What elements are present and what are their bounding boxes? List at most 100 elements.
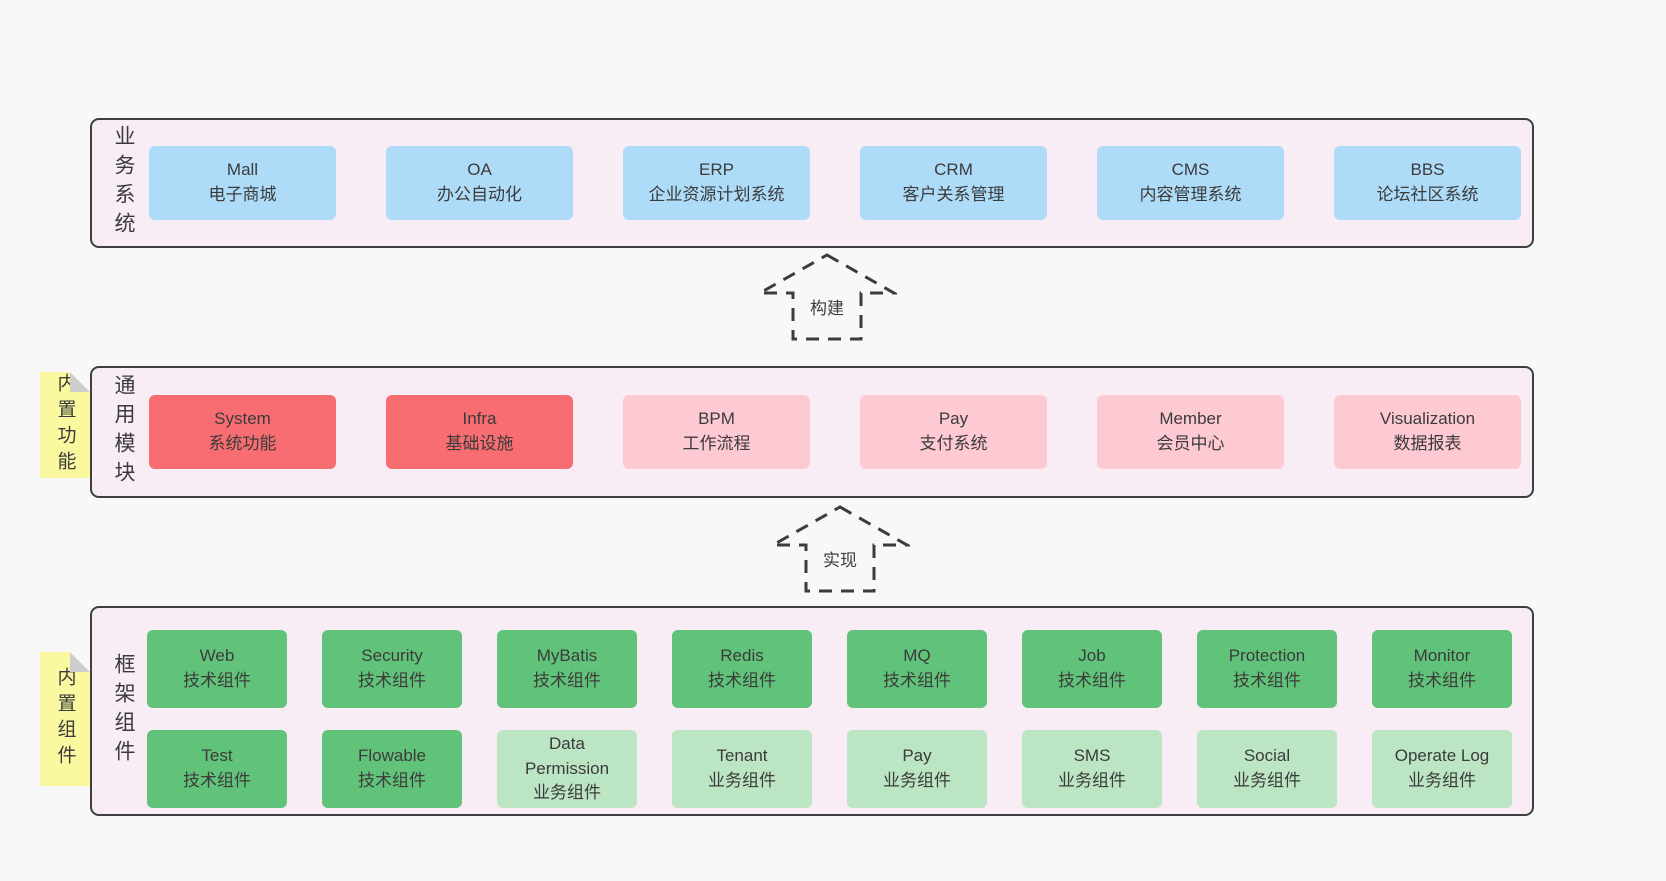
box-title: Social <box>1243 746 1291 766</box>
box-member: Member 会员中心 <box>1097 395 1284 469</box>
box-tenant: Tenant 业务组件 <box>672 730 812 808</box>
box-subtitle: 技术组件 <box>883 671 951 690</box>
sticky-note-text: 内置组件 <box>54 667 76 771</box>
box-subtitle: 电子商城 <box>208 185 277 204</box>
box-monitor: Monitor 技术组件 <box>1372 630 1512 708</box>
box-title: Flowable <box>357 746 427 766</box>
implement-arrow-label: 实现 <box>818 544 862 573</box>
box-subtitle: 技术组件 <box>533 671 601 690</box>
box-subtitle: 技术组件 <box>708 671 776 690</box>
box-subtitle: 技术组件 <box>1408 671 1476 690</box>
box-title: Data Permission <box>524 734 610 778</box>
box-sms: SMS 业务组件 <box>1022 730 1162 808</box>
box-security: Security 技术组件 <box>322 630 462 708</box>
framework-components-row-2: Test 技术组件 Flowable 技术组件 Data Permission … <box>147 730 1512 808</box>
box-title: OA <box>467 160 492 180</box>
box-title: Member <box>1159 409 1222 429</box>
box-bpm: BPM 工作流程 <box>623 395 810 469</box>
box-subtitle: 企业资源计划系统 <box>648 185 785 204</box>
box-system: System 系统功能 <box>149 395 336 469</box>
folded-corner-icon <box>70 372 90 392</box>
box-title: CMS <box>1171 160 1210 180</box>
layer-common-modules: 通用模块 System 系统功能 Infra 基础设施 BPM 工作流程 Pay… <box>90 366 1534 498</box>
box-test: Test 技术组件 <box>147 730 287 808</box>
box-erp: ERP 企业资源计划系统 <box>623 146 810 220</box>
box-subtitle: 业务组件 <box>533 783 601 803</box>
box-subtitle: 数据报表 <box>1393 434 1462 453</box>
box-flowable: Flowable 技术组件 <box>322 730 462 808</box>
folded-corner-icon <box>70 652 90 672</box>
box-title: CRM <box>934 160 973 180</box>
box-title: Pay <box>938 409 969 429</box>
box-mybatis: MyBatis 技术组件 <box>497 630 637 708</box>
box-subtitle: 技术组件 <box>183 771 251 790</box>
business-systems-row: Mall 电子商城 OA 办公自动化 ERP 企业资源计划系统 CRM 客户关系… <box>149 146 1521 220</box>
framework-components-row-1: Web 技术组件 Security 技术组件 MyBatis 技术组件 Redi… <box>147 630 1512 708</box>
sticky-note-text: 内置功能 <box>54 373 76 477</box>
box-title: MQ <box>903 646 931 666</box>
box-subtitle: 技术组件 <box>183 671 251 690</box>
box-subtitle: 技术组件 <box>358 671 426 690</box>
box-oa: OA 办公自动化 <box>386 146 573 220</box>
layer-framework-components: 框架组件 Web 技术组件 Security 技术组件 MyBatis 技术组件… <box>90 606 1534 816</box>
box-title: SMS <box>1073 746 1111 766</box>
box-title: Infra <box>462 409 497 429</box>
dashed-up-arrow-icon <box>757 253 897 341</box>
box-subtitle: 基础设施 <box>445 434 514 453</box>
box-cms: CMS 内容管理系统 <box>1097 146 1284 220</box>
box-crm: CRM 客户关系管理 <box>860 146 1047 220</box>
box-web: Web 技术组件 <box>147 630 287 708</box>
box-subtitle: 会员中心 <box>1156 434 1225 453</box>
box-subtitle: 系统功能 <box>208 434 277 453</box>
box-subtitle: 技术组件 <box>358 771 426 790</box>
box-title: Security <box>361 646 423 666</box>
box-subtitle: 内容管理系统 <box>1139 185 1242 204</box>
box-subtitle: 支付系统 <box>919 434 988 453</box>
box-title: Test <box>201 746 233 766</box>
box-title: ERP <box>699 160 734 180</box>
box-pay: Pay 支付系统 <box>860 395 1047 469</box>
box-title: Redis <box>720 646 764 666</box>
box-subtitle: 技术组件 <box>1058 671 1126 690</box>
layer-label-common-modules: 通用模块 <box>112 374 135 490</box>
box-operate-log: Operate Log 业务组件 <box>1372 730 1512 808</box>
box-title: Job <box>1078 646 1106 666</box>
box-redis: Redis 技术组件 <box>672 630 812 708</box>
box-title: Operate Log <box>1394 746 1490 766</box>
box-title: Mall <box>226 160 259 180</box>
box-title: Visualization <box>1379 409 1476 429</box>
box-infra: Infra 基础设施 <box>386 395 573 469</box>
dashed-up-arrow-icon <box>770 505 910 593</box>
box-title: BPM <box>698 409 735 429</box>
sticky-note-builtin-components: 内置组件 <box>40 652 90 786</box>
box-protection: Protection 技术组件 <box>1197 630 1337 708</box>
box-subtitle: 办公自动化 <box>437 185 522 204</box>
box-title: Pay <box>902 746 932 766</box>
box-subtitle: 业务组件 <box>883 771 951 790</box>
layer-label-framework-components: 框架组件 <box>112 653 135 769</box>
layer-label-business-systems: 业务系统 <box>112 125 135 241</box>
box-visualization: Visualization 数据报表 <box>1334 395 1521 469</box>
box-subtitle: 论坛社区系统 <box>1376 185 1479 204</box>
box-subtitle: 业务组件 <box>708 771 776 790</box>
common-modules-row: System 系统功能 Infra 基础设施 BPM 工作流程 Pay 支付系统… <box>149 395 1521 469</box>
box-mq: MQ 技术组件 <box>847 630 987 708</box>
box-subtitle: 客户关系管理 <box>902 185 1005 204</box>
build-arrow-label: 构建 <box>805 292 849 321</box>
implement-arrow: 实现 <box>770 504 910 594</box>
build-arrow: 构建 <box>757 252 897 342</box>
box-subtitle: 技术组件 <box>1233 671 1301 690</box>
box-pay-component: Pay 业务组件 <box>847 730 987 808</box>
box-social: Social 业务组件 <box>1197 730 1337 808</box>
box-title: Web <box>199 646 235 666</box>
layer-business-systems: 业务系统 Mall 电子商城 OA 办公自动化 ERP 企业资源计划系统 CRM… <box>90 118 1534 248</box>
box-data-permission: Data Permission 业务组件 <box>497 730 637 808</box>
box-title: Protection <box>1228 646 1306 666</box>
sticky-note-builtin-features: 内置功能 <box>40 372 90 478</box>
box-title: Monitor <box>1413 646 1471 666</box>
box-job: Job 技术组件 <box>1022 630 1162 708</box>
box-title: BBS <box>1410 160 1445 180</box>
box-subtitle: 工作流程 <box>682 434 751 453</box>
box-subtitle: 业务组件 <box>1058 771 1126 790</box>
